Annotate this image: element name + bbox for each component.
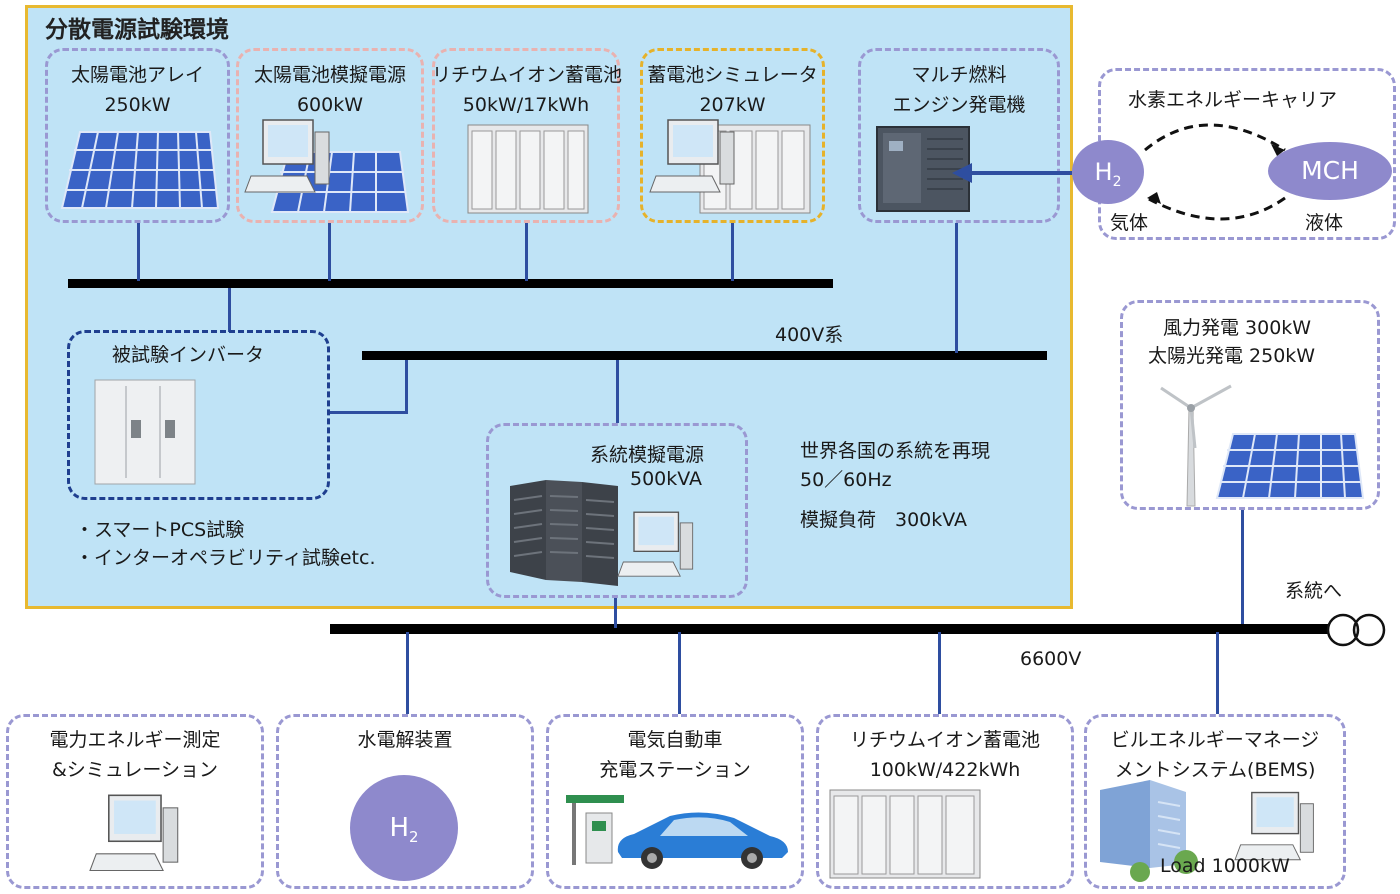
gas-label: 気体 — [1110, 212, 1149, 234]
to-grid-label: 系統へ — [1285, 580, 1343, 602]
grid-simulator-box — [486, 423, 748, 598]
connector — [406, 632, 409, 714]
bems-label: ビルエネルギーマネージメントシステム(BEMS) — [1110, 729, 1320, 781]
solar-panel-icon — [60, 131, 220, 209]
bus-6600v — [330, 624, 1330, 634]
grid-simulator-line2: 500kVA — [630, 468, 703, 490]
inverter-bullet-2: ・インターオペラビリティ試験etc. — [75, 547, 376, 569]
wind-solar-line1: 風力発電 300kW — [1163, 317, 1312, 339]
battery-cabinet-icon — [829, 789, 981, 879]
grid-desc-2: 50／60Hz — [800, 469, 892, 491]
environment-title: 分散電源試験環境 — [45, 17, 229, 43]
h2-circle: H2 — [350, 775, 458, 881]
inverter-under-test-box — [67, 330, 330, 500]
bus-6600v-label: 6600V — [1020, 648, 1082, 670]
connector — [137, 223, 140, 281]
bus-400v-label: 400V系 — [775, 324, 844, 346]
solar-panel-icon — [1215, 433, 1365, 499]
li-ion-battery-large-box — [816, 714, 1074, 889]
computer-icon — [649, 119, 735, 193]
bems-load-label: Load 1000kW — [1160, 855, 1290, 877]
liquid-label: 液体 — [1305, 212, 1344, 234]
connector — [731, 223, 734, 281]
connector — [938, 632, 941, 714]
connector — [1216, 632, 1219, 714]
connector — [405, 360, 408, 414]
upper-bus — [68, 279, 833, 288]
transformer-icon — [1326, 613, 1386, 647]
connector — [1241, 510, 1244, 632]
bems-box — [1084, 714, 1346, 889]
wind-turbine-icon — [1160, 384, 1232, 507]
connector — [228, 288, 231, 332]
bus-400v — [362, 351, 1047, 360]
charging-station-icon — [566, 795, 624, 865]
wind-solar-line2: 太陽光発電 250kW — [1148, 345, 1316, 367]
hydrogen-supply-arrow — [968, 171, 1072, 175]
inverter-title: 被試験インバータ — [112, 344, 265, 366]
connector — [330, 411, 408, 414]
energy-measurement-box — [6, 714, 264, 889]
carrier-cycle-arrows-icon — [1144, 123, 1286, 221]
hydrogen-carrier-title: 水素エネルギーキャリア — [1128, 89, 1338, 111]
energy-measurement-label: 電力エネルギー測定&シミュレーション — [49, 729, 221, 781]
connector — [616, 360, 619, 423]
grid-simulator-line1: 系統模擬電源 — [590, 444, 705, 466]
h2-gas-ellipse: H2 — [1072, 140, 1144, 204]
mch-ellipse: MCH — [1268, 142, 1392, 200]
connector — [328, 223, 331, 281]
computer-icon — [1234, 791, 1314, 861]
electrolyzer-box — [276, 714, 534, 889]
computer-icon — [617, 511, 694, 577]
solar-array-box — [45, 48, 230, 223]
grid-desc-3: 模擬負荷 300kVA — [800, 509, 968, 531]
computer-icon — [89, 794, 179, 872]
connector — [614, 598, 617, 628]
battery-cabinet-icon — [467, 124, 589, 214]
computer-icon — [244, 119, 330, 193]
engine-generator-label: マルチ燃料エンジン発電機 — [892, 64, 1026, 116]
ev-charging-label: 電気自動車充電ステーション — [599, 729, 751, 781]
wind-solar-box — [1120, 300, 1380, 510]
arrowhead-icon — [952, 163, 972, 183]
connector — [678, 632, 681, 714]
electric-car-icon — [617, 812, 788, 869]
engine-generator-box — [858, 48, 1060, 223]
solar-panel-icon — [270, 151, 410, 213]
building-icon — [1100, 780, 1198, 882]
ev-charging-box — [546, 714, 804, 889]
li-ion-battery-small-box — [432, 48, 620, 223]
grid-desc-1: 世界各国の系統を再現 — [800, 440, 991, 462]
connector — [525, 223, 528, 281]
grid-simulator-rack-icon — [510, 480, 618, 586]
inverter-bullet-1: ・スマートPCS試験 — [75, 519, 245, 541]
inverter-cabinet-icon — [94, 379, 196, 485]
connector — [955, 223, 958, 353]
solar-simulator-box — [236, 48, 424, 223]
electrolyzer-label: 水電解装置 — [357, 729, 453, 751]
battery-simulator-box — [640, 48, 825, 223]
